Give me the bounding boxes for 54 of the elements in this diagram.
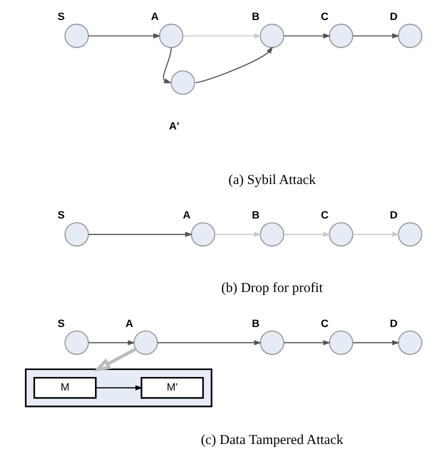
arrow: [284, 232, 331, 238]
arrow: [183, 33, 262, 38]
arrow: [88, 340, 136, 346]
cluster: [24, 368, 212, 408]
node-circle: [328, 222, 354, 247]
arrow: [352, 232, 400, 238]
node-label: A: [126, 318, 134, 330]
arrow: [352, 340, 400, 346]
label: (c) Data Tampered Attack: [200, 432, 344, 447]
arrow: [214, 232, 262, 238]
node-label: C: [320, 318, 329, 330]
node-label: A: [151, 10, 159, 23]
node-circle: [170, 70, 196, 95]
node-circle: [158, 24, 184, 48]
node-box: M': [140, 376, 204, 399]
node-label: C: [320, 10, 329, 23]
node-circle: [190, 222, 216, 247]
node-label: S: [58, 209, 65, 222]
node-circle: [328, 330, 354, 355]
node-label: D: [390, 10, 398, 23]
node-label: B: [252, 10, 260, 23]
arrow: [163, 48, 172, 84]
arrow: [196, 46, 273, 84]
node-circle: [260, 24, 284, 48]
node-circle: [64, 330, 89, 355]
arrow: [158, 340, 262, 346]
node-box: M: [33, 376, 97, 399]
node-label: B: [252, 318, 260, 330]
node-label: B: [252, 209, 260, 222]
node-circle: [398, 24, 422, 48]
node-circle: [64, 24, 89, 48]
label: (a) Sybil Attack: [228, 172, 316, 187]
node-label: D: [390, 318, 398, 330]
arrow: [96, 385, 143, 390]
node-circle: [64, 222, 89, 247]
node-label: D: [390, 209, 398, 222]
node-circle: [398, 330, 422, 355]
arrow: [94, 348, 137, 372]
arrow: [88, 232, 193, 238]
arrow: [88, 33, 161, 38]
arrow: [284, 33, 331, 38]
arrow: [284, 340, 331, 346]
node-label: A: [182, 209, 191, 222]
arrow: [352, 33, 400, 38]
node-label: C: [320, 209, 329, 222]
node-label: S: [58, 10, 65, 23]
label: (b) Drop for profit: [221, 280, 323, 296]
node-circle: [260, 222, 284, 247]
node-circle: [134, 330, 158, 355]
node-label: A': [169, 120, 180, 132]
node-circle: [398, 222, 422, 247]
node-circle: [328, 24, 354, 48]
node-circle: [260, 330, 284, 355]
node-label: S: [58, 318, 65, 330]
